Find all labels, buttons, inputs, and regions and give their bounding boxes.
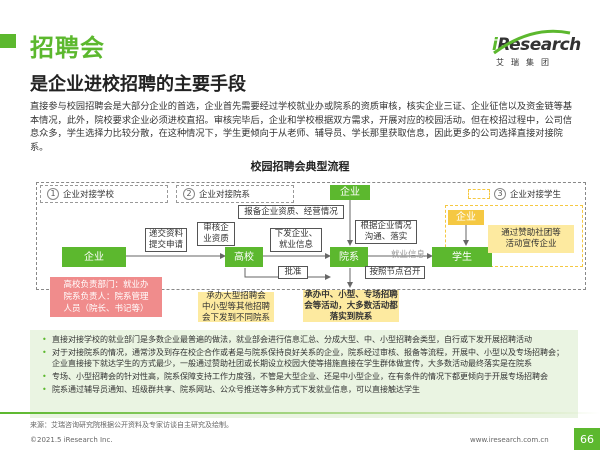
footer-url: www.iresearch.com.cn xyxy=(470,436,549,444)
intro-paragraph: 直接参与校园招聘会是大部分企业的首选，企业首先需要经过学校就业办或院系的资质审核… xyxy=(30,101,573,153)
label-plan-activity: 根据企业情况 沟通、落实 xyxy=(355,220,417,244)
page-subtitle: 是企业进校招聘的主要手段 xyxy=(30,74,246,95)
note-item: 院系通过辅导员通知、班级群共享、院系网站、公众号推送等多种方式下发就业信息，可以… xyxy=(38,384,570,395)
node-department: 院系 xyxy=(330,247,368,267)
legend-label-3: 企业对接学生 xyxy=(510,190,562,200)
flow-outer-frame xyxy=(36,182,586,290)
student-frame xyxy=(445,205,583,267)
label-sponsor: 通过赞助社团等 活动宣传企业 xyxy=(488,225,574,253)
node-enterprise: 企业 xyxy=(62,247,126,267)
node-student: 学生 xyxy=(432,247,492,267)
node-enterprise-right: 企业 xyxy=(448,210,484,225)
logo-cn: 艾瑞集团 xyxy=(496,58,556,67)
label-schedule: 按照节点召开 xyxy=(365,266,425,279)
legend-yellow-swatch xyxy=(468,189,490,199)
page-number: 66 xyxy=(574,428,600,450)
diagram-title: 校园招聘会典型流程 xyxy=(250,160,350,173)
legend-num-1: 1 xyxy=(47,188,59,200)
label-report: 报备企业资质、经营情况 xyxy=(238,205,344,219)
large-fair-note: 承办大型招聘会 中小型等其他招聘 会下发到不同院系 xyxy=(198,291,274,323)
footer-copyright: ©2021.5 iResearch Inc. xyxy=(30,436,113,444)
page-title: 招聘会 xyxy=(30,34,105,62)
node-enterprise-top: 企业 xyxy=(330,185,370,200)
footer-divider xyxy=(0,412,600,414)
label-employment-info: 就业信息 xyxy=(390,249,425,260)
legend-label-1: 企业对接学校 xyxy=(63,190,115,200)
title-accent-bar xyxy=(0,34,16,48)
label-approve: 批准 xyxy=(278,266,308,279)
note-item: 对于对接院系的情况，通常涉及到存在校企合作或者是与院系保持良好关系的企业，院系经… xyxy=(38,347,570,369)
iresearch-logo: iResearch 艾瑞集团 xyxy=(492,29,581,68)
node-school: 高校 xyxy=(225,247,263,267)
legend-label-2: 企业对接院系 xyxy=(199,190,251,200)
school-responsible-note: 高校负责部门：就业办 院系负责人：院系管理 人员（院长、书记等） xyxy=(50,277,162,317)
mid-fair-note: 承办中、小型、专场招聘 会等活动，大多数活动都 落实到院系 xyxy=(303,289,399,322)
legend-department: 2 企业对接院系 xyxy=(176,185,294,203)
legend-num-2: 2 xyxy=(183,188,195,200)
note-item: 专场、小型招聘会的针对性高，院系保障支持工作力度强，不管是大型企业、还是中小型企… xyxy=(38,371,570,382)
label-submit-material: 递交资料 提交申请 xyxy=(145,228,187,252)
label-issue-info: 下发企业、 就业信息 xyxy=(270,228,322,252)
legend-num-3: 3 xyxy=(494,188,506,200)
label-review: 审核企 业资质 xyxy=(197,222,235,246)
source-note: 来源：艾瑞咨询研究院根据公开资料及专家访谈自主研究及绘制。 xyxy=(30,421,233,429)
legend-student: 3 企业对接学生 xyxy=(462,185,582,203)
legend-school: 1 企业对接学校 xyxy=(40,185,168,203)
logo-swoosh-icon xyxy=(493,29,571,55)
logo-i: i xyxy=(492,35,498,55)
note-item: 直接对接学校的就业部门是多数企业最普遍的做法，就业部会进行信息汇总、分成大型、中… xyxy=(38,334,570,345)
notes-panel: 直接对接学校的就业部门是多数企业最普遍的做法，就业部会进行信息汇总、分成大型、中… xyxy=(30,330,578,418)
